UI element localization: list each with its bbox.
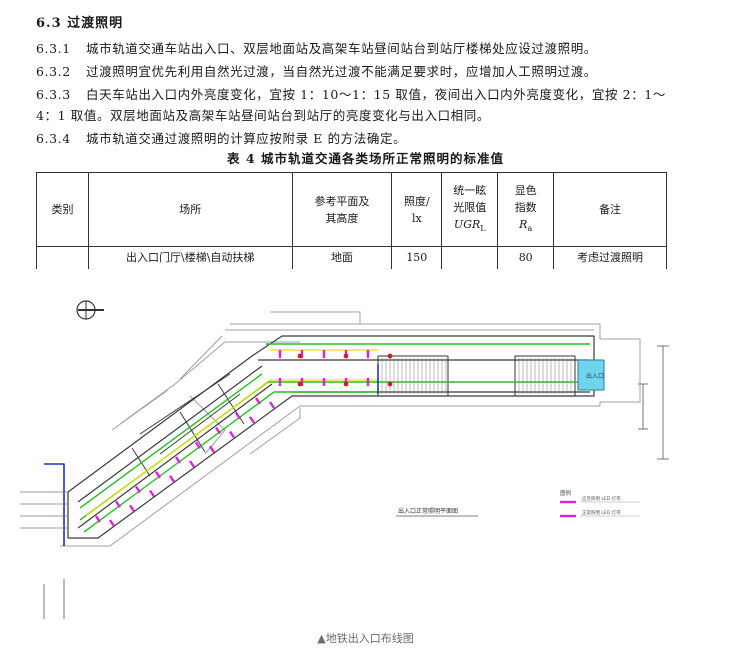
cell-remark: 考虑过渡照明 — [553, 246, 667, 269]
header-ugr: 统一眩 光限值 UGRL — [441, 172, 499, 247]
header-ra-main: R — [519, 217, 528, 231]
paragraph-6-3-3-continued: 4：1 取值。双层地面站及高架车站昼间站台到站厅的亮度变化与出入口相同。 — [36, 105, 490, 124]
table-row: 出入口门厅\楼梯\自动扶梯 地面 150 80 考虑过渡照明 — [36, 246, 667, 269]
paragraph-text: 白天车站出入口内外亮度变化，宜按 1：10～1：15 取值，夜间出入口内外亮度变… — [86, 87, 666, 102]
header-ugr-line2: 光限值 — [453, 200, 487, 214]
header-ra-sub: a — [527, 224, 533, 234]
escalator-block — [377, 355, 576, 397]
header-category: 类别 — [36, 172, 89, 247]
table-header-row: 类别 场所 参考平面及 其高度 照度/ lx 统一眩 光限值 UGRL 显色 指… — [36, 172, 667, 247]
light-fixture — [149, 489, 155, 498]
section-heading: 6.3 过渡照明 — [36, 16, 124, 31]
paragraph-number: 6.3.4 — [36, 131, 71, 146]
legend-item-normal: 正常照明 LED 灯带 — [582, 509, 621, 516]
paragraph-text: 过渡照明宜优先利用自然光过渡，当自然光过渡不能满足要求时，应增加人工照明过渡。 — [86, 64, 597, 79]
light-fixture — [175, 456, 181, 464]
light-fixture — [135, 485, 141, 494]
header-ref-plane-line2: 其高度 — [325, 211, 359, 225]
lighting-circuit-blue — [44, 364, 379, 546]
light-fixture — [235, 412, 241, 420]
exit-label: 出入口 — [586, 372, 604, 380]
header-ugr-sub: L — [480, 224, 486, 234]
escalator-hatch-left — [381, 358, 447, 394]
paragraph-text: 城市轨道交通车站出入口、双层地面站及高架车站昼间站台到站厅楼梯处应设过渡照明。 — [86, 41, 597, 56]
light-fixture — [195, 441, 201, 449]
cell-illuminance: 150 — [391, 246, 443, 269]
figure-caption: ▲地铁出入口布线图 — [317, 632, 414, 645]
paragraph-6-3-4: 6.3.4 城市轨道交通过渡照明的计算应按附录 E 的方法确定。 — [36, 128, 406, 147]
cell-category — [36, 246, 89, 269]
light-fixture — [169, 475, 175, 483]
standard-values-table: 类别 场所 参考平面及 其高度 照度/ lx 统一眩 光限值 UGRL 显色 指… — [36, 172, 667, 269]
cell-ra: 80 — [497, 246, 555, 269]
light-fixture — [249, 416, 255, 424]
light-fixture — [189, 460, 195, 468]
emergency-lights — [297, 353, 393, 387]
paragraph-number: 6.3.1 — [36, 41, 71, 56]
cell-place: 出入口门厅\楼梯\自动扶梯 — [87, 246, 293, 269]
subway-entrance-wiring-drawing: 出入口 出入口正常照明平面图 图例 应急照明 LED 灯带 正常照明 LED 灯… — [20, 300, 669, 619]
paragraph-text: 4：1 取值。双层地面站及高架车站昼间站台到站厅的亮度变化与出入口相同。 — [36, 108, 490, 123]
light-fixture — [95, 515, 101, 523]
dimension-lines — [43, 345, 669, 619]
header-ra-line1: 显色 — [514, 183, 537, 197]
light-fixture — [255, 397, 261, 405]
cable-label-lines — [20, 491, 68, 529]
header-illuminance-line1: 照度/ — [403, 194, 430, 208]
light-fixture — [115, 500, 121, 508]
light-fixture — [129, 504, 135, 512]
paragraph-number: 6.3.3 — [36, 87, 71, 102]
cell-ref-plane: 地面 — [291, 246, 393, 269]
header-remark: 备注 — [553, 172, 667, 247]
escalator-hatch-right — [518, 358, 572, 394]
document-section: 6.3 过渡照明 6.3.1 城市轨道交通车站出入口、双层地面站及高架车站昼间站台… — [0, 0, 731, 280]
paragraph-6-3-3: 6.3.3 白天车站出入口内外亮度变化，宜按 1：10～1：15 取值，夜间出入口… — [36, 84, 666, 103]
paragraph-text: 城市轨道交通过渡照明的计算应按附录 E 的方法确定。 — [86, 131, 407, 146]
header-ra: 显色 指数 Ra — [497, 172, 555, 247]
header-ugr-symbol: UGRL — [442, 216, 497, 237]
light-fixture — [209, 445, 215, 453]
header-ref-plane-line1: 参考平面及 — [314, 194, 370, 208]
light-fixtures — [95, 350, 370, 527]
light-fixture — [269, 401, 275, 409]
header-illuminance-line2: lx — [411, 211, 422, 225]
legend-title: 图例 — [560, 489, 572, 497]
header-ugr-line1: 统一眩 — [453, 183, 487, 197]
light-fixture — [215, 426, 221, 435]
paragraph-6-3-1: 6.3.1 城市轨道交通车站出入口、双层地面站及高架车站昼间站台到站厅楼梯处应设过… — [36, 38, 597, 57]
light-fixture — [229, 430, 235, 439]
outer-walls — [60, 311, 641, 547]
header-ra-line2: 指数 — [514, 200, 537, 214]
paragraph-6-3-2: 6.3.2 过渡照明宜优先利用自然光过渡，当自然光过渡不能满足要求时，应增加人工照… — [36, 61, 597, 80]
header-illuminance: 照度/ lx — [391, 172, 443, 247]
header-ra-symbol: Ra — [498, 216, 553, 237]
partitions — [131, 373, 245, 477]
lighting-circuit-green — [79, 343, 590, 533]
header-place: 场所 — [87, 172, 293, 247]
legend-item-emergency: 应急照明 LED 灯带 — [582, 495, 621, 502]
cell-ugr — [441, 246, 499, 269]
light-fixture — [109, 519, 115, 527]
table-title: 表 4 城市轨道交通各类场所正常照明的标准值 — [227, 151, 504, 166]
light-fixture — [155, 471, 161, 479]
paragraph-number: 6.3.2 — [36, 64, 71, 79]
exit-light-panel — [577, 359, 605, 391]
legend — [560, 500, 640, 518]
header-ugr-main: UGR — [453, 217, 481, 231]
drawing-title: 出入口正常照明平面图 — [398, 507, 458, 515]
header-ref-plane: 参考平面及 其高度 — [291, 172, 393, 247]
north-arrow-icon — [76, 300, 104, 320]
